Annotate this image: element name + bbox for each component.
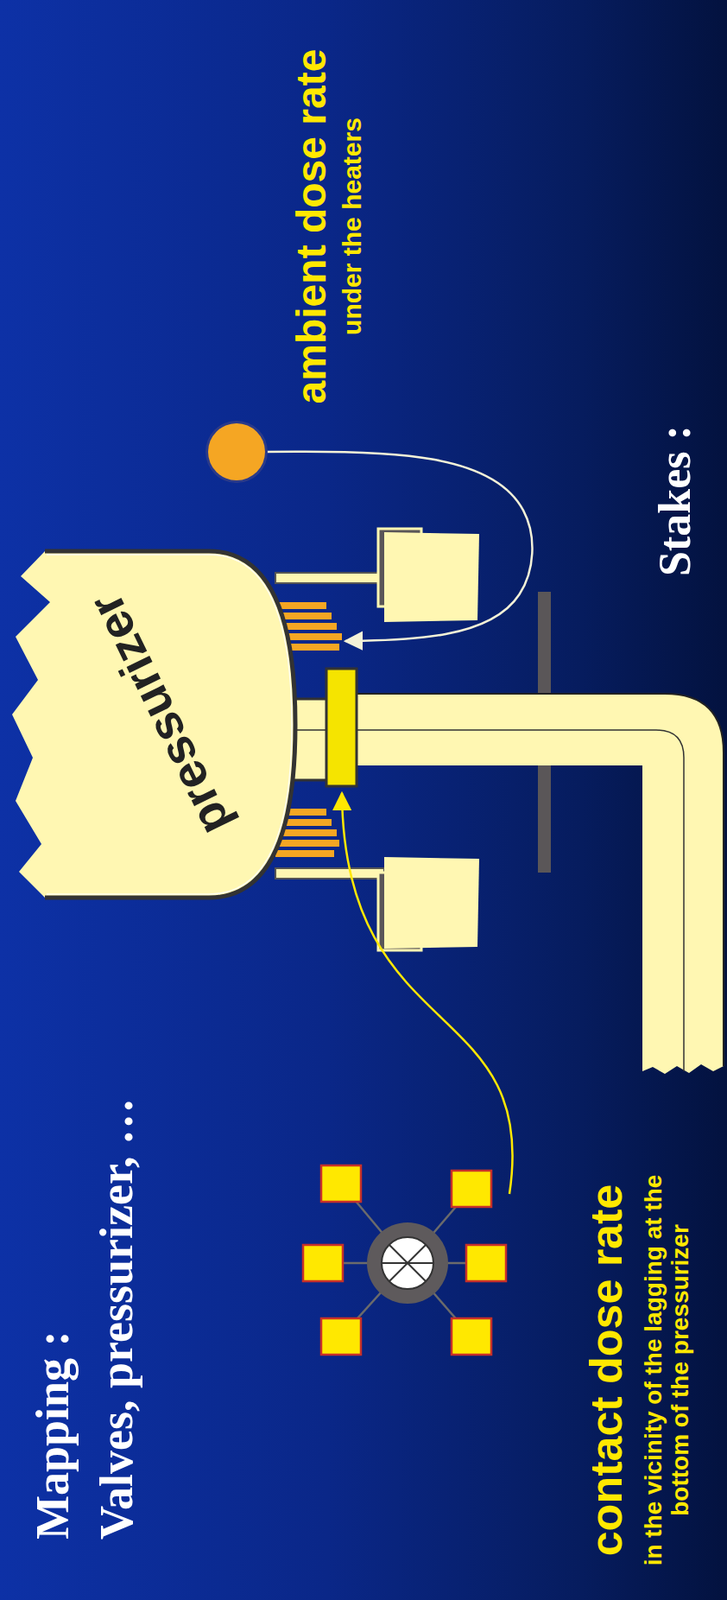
- dose-point: [451, 1317, 492, 1354]
- slide-title: Mapping :: [25, 1329, 80, 1539]
- dose-point: [466, 1244, 506, 1281]
- dose-point: [303, 1244, 343, 1281]
- bracket-block: [384, 531, 480, 622]
- dose-point-markers: [303, 1164, 506, 1354]
- callout-note: under the heaters: [337, 10, 367, 443]
- callout-note: in the vicinity of the lagging at the bo…: [640, 1153, 695, 1586]
- flange: [326, 668, 357, 786]
- valve-disc: [381, 1236, 434, 1289]
- dose-point: [321, 1317, 361, 1354]
- pipe-outline: [356, 693, 724, 1066]
- vessel-wall: [44, 550, 296, 898]
- bracket-block: [384, 856, 480, 949]
- leader-arrow: [341, 792, 513, 1194]
- surge-pipe: [356, 693, 724, 1074]
- support-rod: [275, 572, 385, 583]
- vessel-highlight: [46, 554, 292, 894]
- heater-bar: [275, 601, 327, 609]
- valve-body: [366, 1221, 449, 1303]
- slide-subtitle: Valves, pressurizer, …: [89, 1097, 144, 1539]
- leader-arrow: [265, 451, 532, 641]
- valve-cross: [381, 1244, 434, 1281]
- pressurizer-vessel: pressurizer: [10, 550, 346, 898]
- support-rod: [275, 867, 385, 879]
- heater-bar: [275, 839, 340, 847]
- callout-heading: ambient dose rate: [287, 10, 336, 443]
- dose-rate-point: ambient dose rateunder the heaters: [208, 423, 266, 481]
- vessel-body: [12, 550, 296, 898]
- heater-bar: [275, 849, 335, 857]
- section-heading: Stakes :: [649, 424, 701, 576]
- dose-point: [451, 1169, 492, 1207]
- callout-heading: contact dose rate: [580, 1153, 633, 1586]
- dose-point: [321, 1164, 361, 1202]
